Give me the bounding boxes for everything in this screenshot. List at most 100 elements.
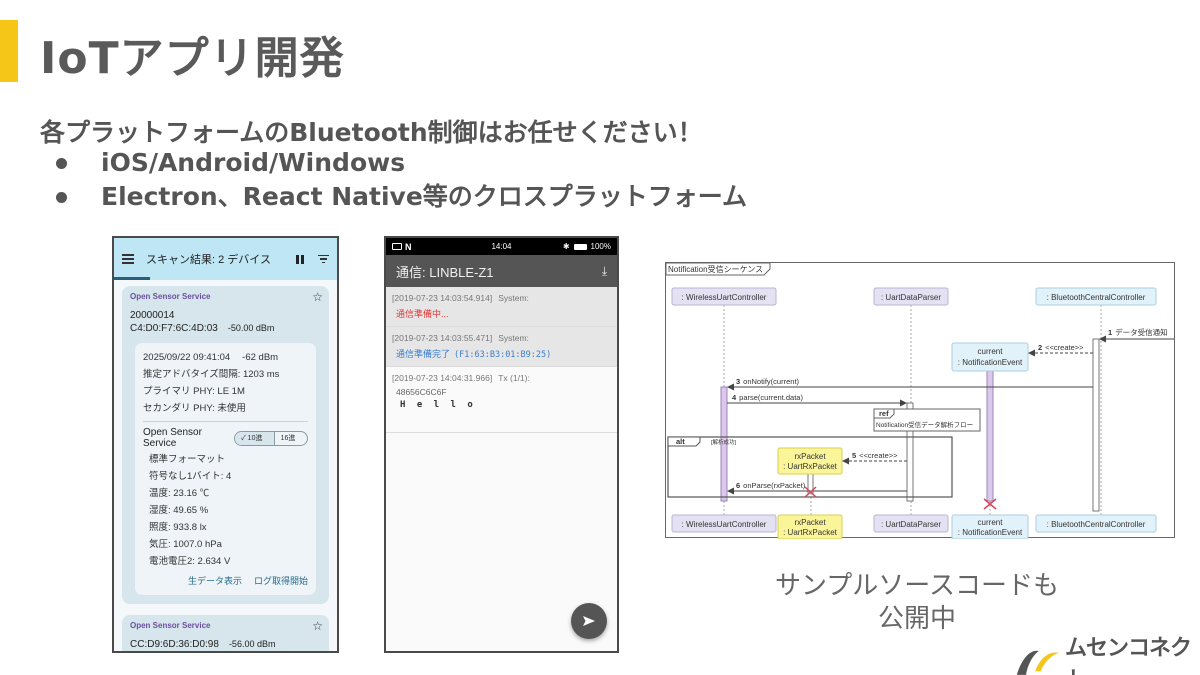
radix-toggle: ✓ 10進数 16進数: [233, 430, 308, 446]
participant-box: [873, 514, 949, 533]
primary-phy: プライマリ PHY: LE 1M: [143, 386, 245, 397]
ref-fragment: [873, 408, 981, 432]
field-row: 気圧: 1007.0 hPa: [149, 539, 222, 550]
field-row: 湿度: 49.65 %: [149, 505, 209, 516]
secondary-phy: セカンダリ PHY: 未使用: [143, 403, 246, 414]
status-time: 14:04: [491, 242, 512, 251]
service-tag: Open Sensor Service: [130, 621, 211, 630]
pause-icon[interactable]: [296, 254, 304, 264]
scanner-app-screenshot: スキャン結果: 2 デバイス Open Sensor Service ☆ 200…: [112, 236, 339, 653]
device-rssi: -56.00 dBm: [228, 639, 276, 649]
nfc-icon: N: [405, 241, 412, 252]
star-icon[interactable]: ☆: [312, 290, 323, 304]
title-accent-bar: [0, 20, 18, 82]
device-name: 20000014: [130, 310, 175, 321]
log-entry: [2019-07-23 14:03:55.471]System: 通信準備完了(…: [386, 327, 617, 367]
alt-tab: [667, 436, 701, 447]
alt-fragment: [667, 436, 953, 498]
tab-indicator: [114, 277, 150, 280]
toggle-hex[interactable]: 16進数: [280, 434, 296, 442]
app-bar: スキャン結果: 2 デバイス: [114, 238, 337, 280]
message-label: 2<<create>>: [1038, 343, 1084, 352]
start-log-button[interactable]: ログ取得開始: [253, 576, 308, 586]
menu-icon[interactable]: [122, 254, 134, 264]
detail-actions: 生データ表示 ログ取得開始: [143, 574, 308, 587]
activation-bar: [986, 370, 994, 502]
svg-text:: WirelessUartController: : WirelessUartController: [682, 520, 767, 529]
device-rssi: -50.00 dBm: [227, 323, 275, 333]
slide-lead: 各プラットフォームのBluetooth制御はお任せください！: [40, 118, 703, 147]
sequence-diagram-svg: Notification受信シーケンス : WirelessUartContro…: [666, 263, 1174, 539]
star-icon[interactable]: ☆: [312, 619, 323, 633]
participant-box: [951, 514, 1029, 539]
svg-text:: UartRxPacket: : UartRxPacket: [783, 528, 838, 537]
destroy-icon: [804, 486, 817, 498]
device-card[interactable]: Open Sensor Service ☆ 20000014 C4:D0:F7:…: [122, 286, 329, 604]
send-button[interactable]: [571, 603, 607, 639]
log-message: 通信準備中...: [396, 309, 449, 319]
alt-guard: [解析成功]: [711, 438, 737, 446]
device-card[interactable]: Open Sensor Service ☆ CC:D9:6D:36:D0:98-…: [122, 615, 329, 651]
toggle-decimal[interactable]: ✓ 10進数: [234, 431, 275, 445]
svg-text:current: current: [978, 518, 1004, 527]
comm-app-screenshot: N 14:04 ✱100% 通信: LINBLE-Z1 ⤓ [2019-07-2…: [384, 236, 619, 653]
participant-label: : BluetoothCentralController: [1047, 293, 1146, 302]
field-row: 電池電圧2: 2.634 V: [149, 556, 231, 567]
show-raw-data-button[interactable]: 生データ表示: [187, 576, 242, 586]
svg-text:alt: alt: [676, 437, 685, 446]
field-row: 標準フォーマット: [149, 454, 226, 465]
svg-text:rxPacket: rxPacket: [794, 518, 826, 527]
svg-text:: UartRxPacket: : UartRxPacket: [783, 462, 838, 471]
bullet-dot-icon: [56, 157, 67, 169]
participant-box: [1035, 514, 1157, 533]
activation-bar: [1092, 338, 1100, 512]
ref-text: Notification受信データ解析フロー: [876, 420, 973, 429]
frame-tab: [666, 263, 771, 276]
sequence-diagram: Notification受信シーケンス : WirelessUartContro…: [665, 262, 1175, 539]
battery-icon: [573, 243, 587, 250]
device-detail-panel: 2025/09/22 09:41:04-62 dBm 推定アドバタイズ間隔: 1…: [134, 342, 317, 596]
svg-text:rxPacket: rxPacket: [794, 452, 826, 461]
destroy-icon: [983, 498, 997, 510]
log-entry: [2019-07-23 14:03:54.914]System: 通信準備中..…: [386, 287, 617, 327]
svg-text:: NotificationEvent: : NotificationEvent: [958, 358, 1023, 367]
logo-text: ムセンコネクト: [1064, 636, 1192, 675]
participant-box: [777, 514, 843, 539]
service-label: Open Sensor Service: [143, 427, 202, 449]
field-row: 符号なし1バイト: 4: [149, 471, 232, 482]
participant-box: [873, 287, 949, 306]
filter-icon[interactable]: [318, 254, 329, 264]
log-message: 通信準備完了(F1:63:B3:01:B9:25): [396, 349, 552, 360]
created-object-box: [951, 342, 1029, 372]
svg-text:: BluetoothCentralController: : BluetoothCentralController: [1047, 520, 1146, 529]
sample-code-note: サンプルソースコードも 公開中: [775, 571, 1059, 634]
cast-icon: [392, 243, 402, 250]
svg-text:: NotificationEvent: : NotificationEvent: [958, 528, 1023, 537]
device-address: C4:D0:F7:6C:4D:03-50.00 dBm: [130, 323, 275, 334]
frame-title: Notification受信シーケンス: [668, 264, 763, 274]
participant-box: [1035, 287, 1157, 306]
app-bar-title: 通信: LINBLE-Z1: [396, 264, 494, 280]
activation-bar: [720, 386, 728, 502]
participant-box: [671, 287, 777, 306]
download-icon[interactable]: ⤓: [601, 263, 607, 278]
activation-bar: [906, 402, 914, 502]
divider: [143, 421, 308, 422]
slide-title: IoTアプリ開発: [40, 33, 345, 84]
adv-interval: 推定アドバタイズ間隔: 1203 ms: [143, 369, 280, 380]
status-bar: N 14:04 ✱100%: [386, 238, 617, 255]
bullet-list: iOS/Android/Windows Electron、React Nativ…: [56, 146, 747, 214]
participant-box: [671, 514, 777, 533]
send-icon: [583, 616, 595, 626]
log-ascii-data: H e l l o: [400, 400, 476, 410]
log-hex-data: 48656C6C6F: [396, 387, 447, 397]
svg-text:current: current: [978, 347, 1004, 356]
bullet-dot-icon: [56, 191, 67, 203]
battery-level: 100%: [590, 242, 611, 251]
bullet-item: Electron、React Native等のクロスプラットフォーム: [56, 180, 747, 214]
logo-mark-icon: [1016, 650, 1060, 675]
company-logo: ムセンコネクト: [1015, 630, 1200, 675]
